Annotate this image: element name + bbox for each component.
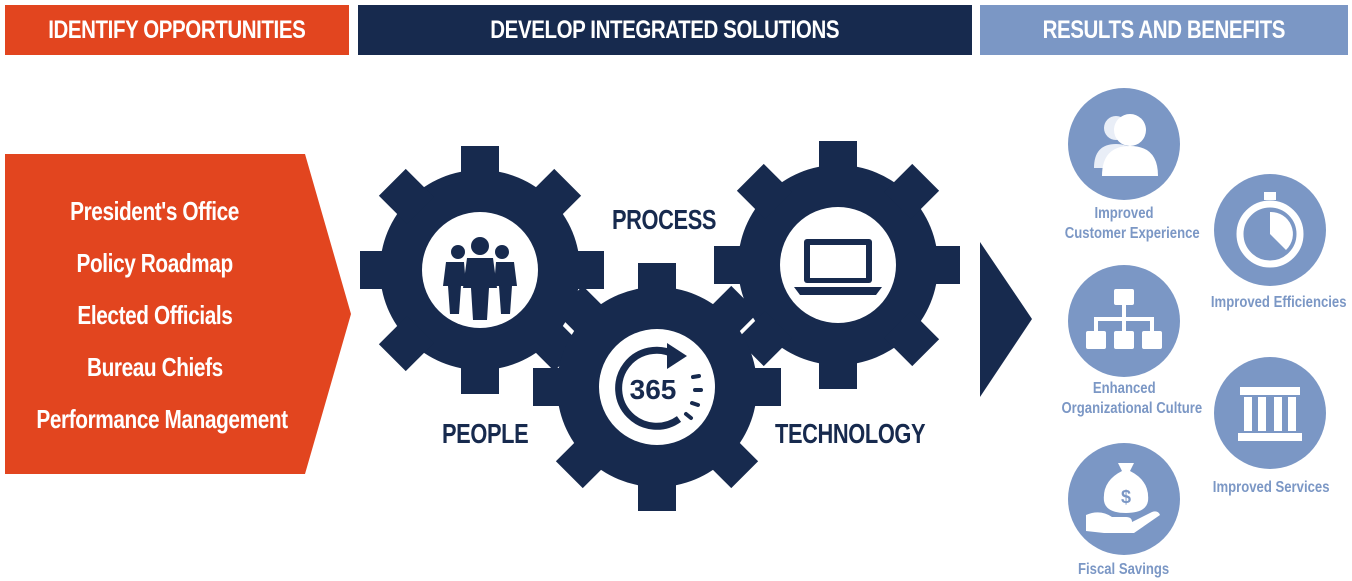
365-number: 365 bbox=[630, 374, 677, 405]
money-bag-hand-icon: $ bbox=[1086, 463, 1160, 533]
services-circle bbox=[1214, 357, 1326, 469]
users-icon bbox=[1094, 114, 1158, 176]
organizational-culture-circle bbox=[1068, 265, 1180, 377]
opportunity-item: Performance Management bbox=[36, 404, 288, 434]
fiscal-savings-circle: $ bbox=[1068, 443, 1180, 555]
opportunity-item: Policy Roadmap bbox=[76, 248, 234, 278]
services-label: Improved Services bbox=[1212, 479, 1330, 496]
opportunities-arrow-shape bbox=[5, 154, 351, 474]
people-gear bbox=[360, 146, 604, 394]
customer-experience-circle bbox=[1068, 88, 1180, 200]
svg-text:$: $ bbox=[1121, 487, 1131, 507]
laptop-icon bbox=[794, 239, 882, 295]
process-label: PROCESS bbox=[612, 204, 717, 235]
fiscal-savings-label: Fiscal Savings bbox=[1078, 561, 1170, 578]
customer-experience-label: Improved Customer Experience bbox=[1064, 205, 1200, 242]
people-label: PEOPLE bbox=[442, 418, 529, 449]
gears-diagram: 365 bbox=[360, 141, 960, 511]
organizational-culture-label: Enhanced Organizational Culture bbox=[1061, 380, 1203, 417]
header-results-and-benefits: RESULTS AND BENEFITS bbox=[980, 5, 1348, 55]
technology-label: TECHNOLOGY bbox=[775, 418, 926, 449]
efficiencies-circle bbox=[1214, 174, 1326, 286]
process-gear: 365 bbox=[533, 263, 781, 511]
opportunity-item: President's Office bbox=[70, 196, 240, 226]
results-arrow-shape bbox=[980, 242, 1032, 397]
opportunities-list: President's Office Policy Roadmap Electe… bbox=[5, 185, 305, 445]
org-chart-icon bbox=[1086, 289, 1162, 349]
opportunity-item: Bureau Chiefs bbox=[87, 352, 223, 382]
stopwatch-icon bbox=[1236, 192, 1304, 268]
government-building-icon bbox=[1238, 387, 1302, 441]
efficiencies-label: Improved Efficiencies bbox=[1210, 294, 1347, 311]
header-develop-integrated-solutions: DEVELOP INTEGRATED SOLUTIONS bbox=[358, 5, 972, 55]
technology-gear bbox=[714, 141, 960, 389]
opportunity-item: Elected Officials bbox=[77, 300, 233, 330]
group-of-people-icon bbox=[443, 237, 517, 320]
header-identify-opportunities: IDENTIFY OPPORTUNITIES bbox=[5, 5, 349, 55]
365-cycle-icon: 365 bbox=[615, 343, 703, 430]
